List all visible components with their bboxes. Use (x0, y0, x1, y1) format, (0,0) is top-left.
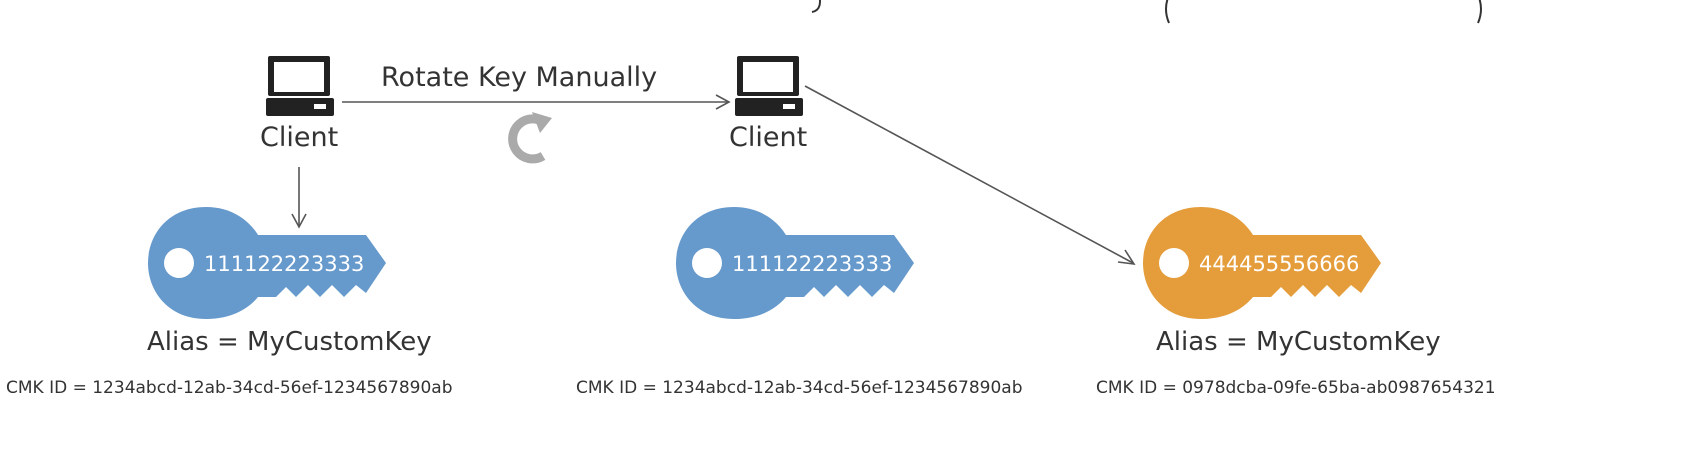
cmk-key-icon (676, 207, 914, 319)
cropped-title-fragment (811, 0, 1482, 24)
rotate-arrow-icon (508, 112, 552, 164)
cmk-id-label: CMK ID = 1234abcd-12ab-34cd-56ef-1234567… (6, 378, 453, 398)
client-label: Client (260, 122, 339, 153)
cmk-id-label: CMK ID = 0978dcba-09fe-65ba-ab0987654321 (1096, 378, 1496, 398)
rotate-arrow-line (342, 94, 731, 110)
alias-label: Alias = MyCustomKey (147, 327, 432, 357)
cmk-key-icon (148, 207, 386, 319)
client-to-key-arrow (291, 167, 307, 229)
cmk-key-icon (1143, 207, 1381, 319)
laptop-icon (266, 56, 334, 116)
alias-label: Alias = MyCustomKey (1156, 327, 1441, 357)
client-label: Client (729, 122, 808, 153)
key-number: 111122223333 (204, 252, 364, 276)
rotate-key-label: Rotate Key Manually (381, 62, 658, 93)
key-number: 444455556666 (1199, 252, 1359, 276)
key-number: 111122223333 (732, 252, 892, 276)
cmk-id-label: CMK ID = 1234abcd-12ab-34cd-56ef-1234567… (576, 378, 1023, 398)
client-to-new-key-arrow (804, 85, 1136, 266)
laptop-icon (735, 56, 803, 116)
